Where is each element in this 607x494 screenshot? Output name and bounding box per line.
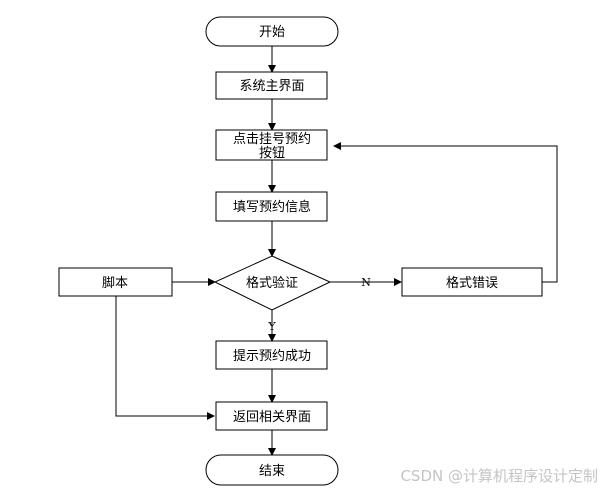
node-click-button-label-line2: 按钮 — [259, 146, 285, 161]
node-main-ui-label: 系统主界面 — [239, 79, 304, 94]
node-format-error: 格式错误 — [401, 267, 543, 297]
node-validate: 格式验证 — [213, 255, 332, 311]
edge-label-yes: Y — [267, 320, 276, 333]
node-validate-label: 格式验证 — [246, 275, 298, 291]
edge-script-to-return — [115, 296, 215, 420]
node-fill-info: 填写预约信息 — [215, 191, 328, 222]
edge-error-loop-back — [333, 142, 558, 283]
node-show-success: 提示预约成功 — [215, 340, 328, 370]
node-end-label: 结束 — [259, 464, 285, 479]
node-click-button: 点击挂号预约 按钮 — [215, 129, 328, 161]
node-script: 脚本 — [58, 267, 173, 297]
node-start-label: 开始 — [259, 25, 285, 40]
node-script-label: 脚本 — [102, 275, 128, 291]
node-click-button-label-line1: 点击挂号预约 — [233, 132, 311, 147]
node-fill-info-label: 填写预约信息 — [233, 199, 311, 215]
node-format-error-label: 格式错误 — [446, 275, 498, 291]
node-return-page: 返回相关界面 — [215, 401, 328, 431]
connectors — [115, 46, 558, 456]
edge-label-no: N — [361, 276, 371, 289]
watermark: CSDN @计算机程序设计定制 — [400, 467, 598, 485]
node-main-ui: 系统主界面 — [215, 71, 328, 100]
node-return-page-label: 返回相关界面 — [233, 410, 311, 425]
node-show-success-label: 提示预约成功 — [233, 348, 311, 364]
node-end: 结束 — [205, 454, 339, 486]
node-start: 开始 — [205, 16, 339, 47]
